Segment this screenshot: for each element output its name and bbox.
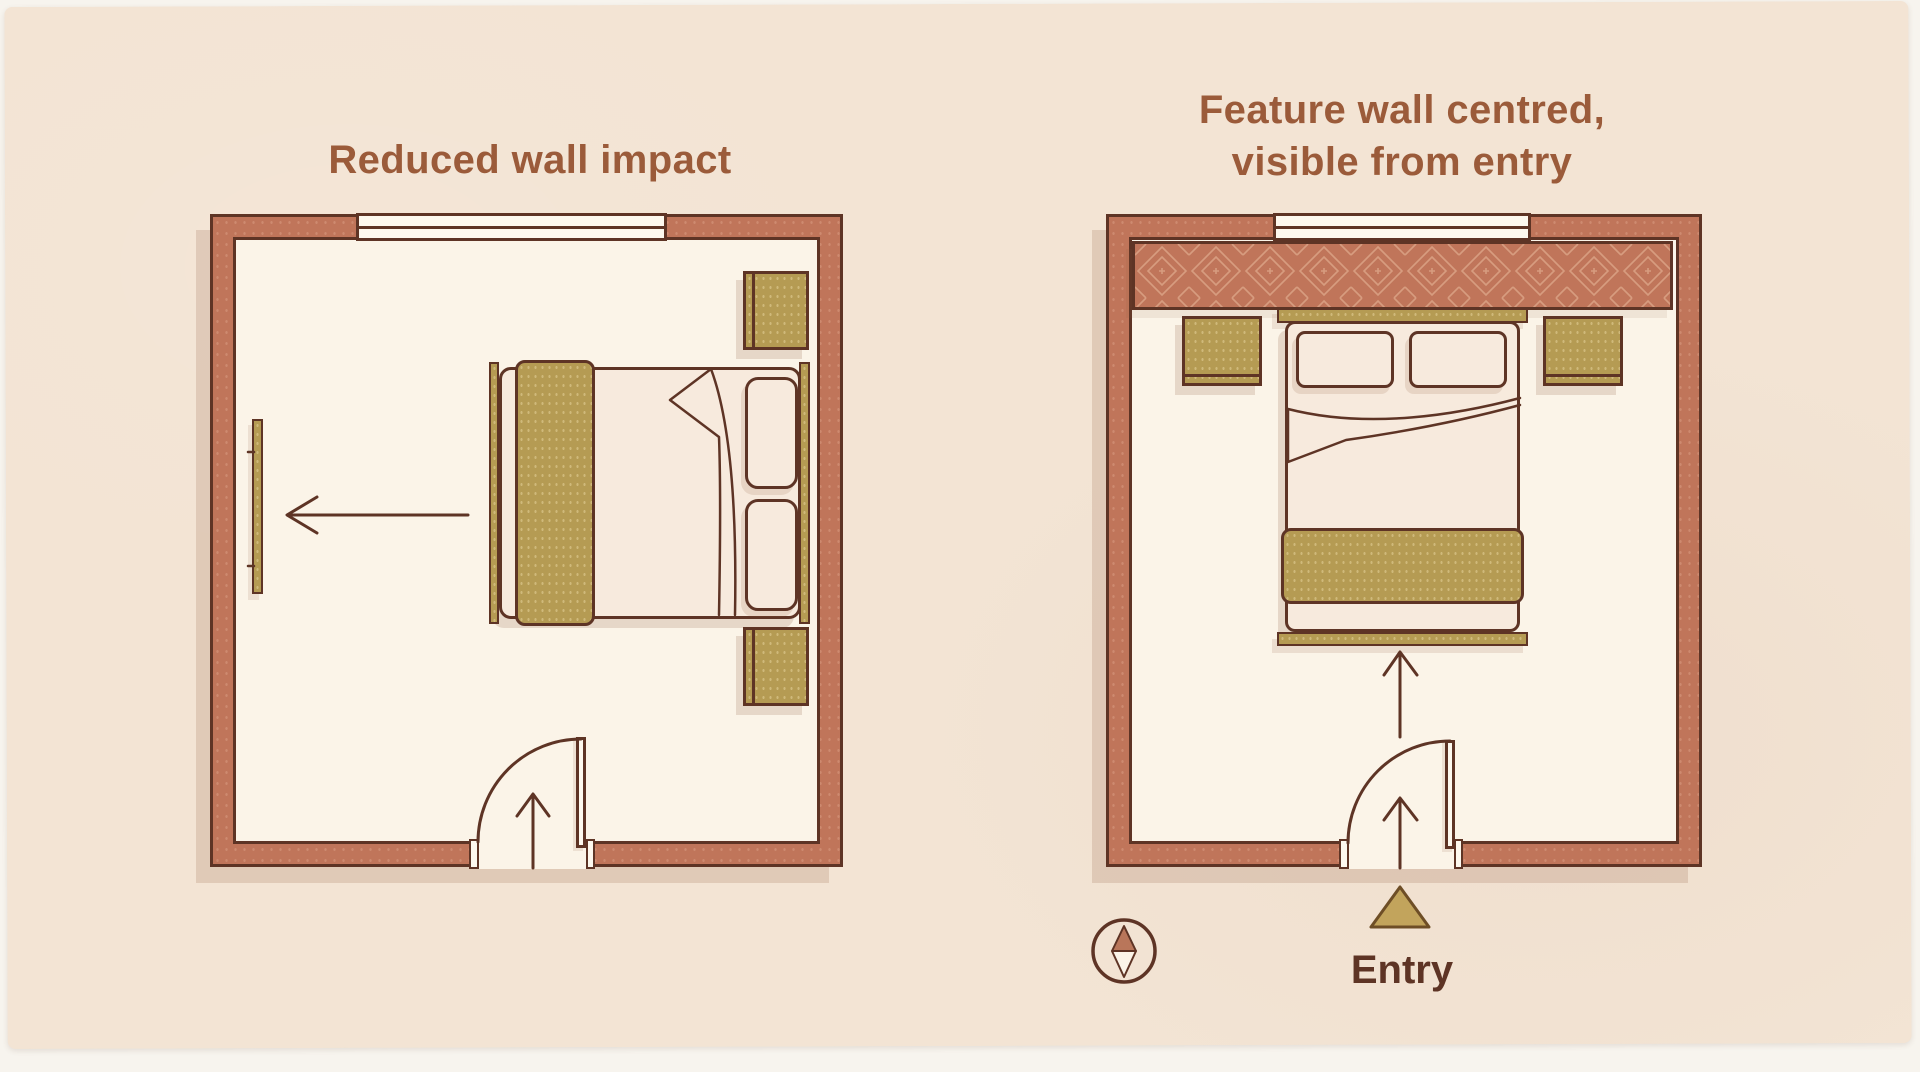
right-room-feature-wall [1132,241,1673,310]
right-plan-title: Feature wall centred, visible from entry [1052,84,1752,188]
left-room-nightstand-top-edge-line [752,274,755,347]
right-room-bed-headboard-bar [1277,308,1528,323]
right-room-bed-blanket-band [1281,528,1524,604]
left-room-window [356,213,667,241]
right-room-nightstand-left [1182,316,1262,386]
left-room-bed-pillow-bottom [745,499,798,611]
right-room-door-leaf [1445,740,1455,849]
right-room-nightstand-right [1543,316,1623,386]
left-room-nightstand-top [743,271,809,350]
left-plan-title: Reduced wall impact [328,138,732,182]
right-plan-title-line2: visible from entry [1231,140,1573,184]
left-room-artwork-panel [252,419,263,594]
right-room-door-opening [1348,835,1455,869]
left-room-nightstand-bottom-edge-line [752,630,755,703]
left-room-bed-headboard-bar [799,362,810,624]
right-room-nightstand-left-edge-line [1185,374,1259,377]
left-room-door-jamb-right [586,839,595,869]
left-room-door-opening [478,835,587,869]
left-room-door-leaf [576,737,586,848]
right-room-bed-pillow-left [1296,331,1394,388]
left-room-bed-spread-band [515,360,595,626]
right-room-window [1273,213,1531,241]
right-room-window-glazing-line [1276,226,1528,229]
left-room-window-glazing-line [359,226,664,229]
left-room-nightstand-bottom [743,627,809,706]
left-room-door-jamb-left [469,839,479,869]
entry-label: Entry [1350,948,1454,992]
right-room-bed-pillow-right [1409,331,1507,388]
right-room-bed-footboard-bar [1277,632,1528,646]
left-room-bed-footboard-bar [489,362,499,624]
feature-wall-diamond-pattern [1135,244,1670,307]
right-plan-title-line1: Feature wall centred, [1198,88,1606,132]
right-room-door-jamb-left [1339,839,1349,869]
left-room-bed-pillow-top [745,377,798,489]
right-room-nightstand-right-edge-line [1546,374,1620,377]
right-room-door-jamb-right [1454,839,1463,869]
